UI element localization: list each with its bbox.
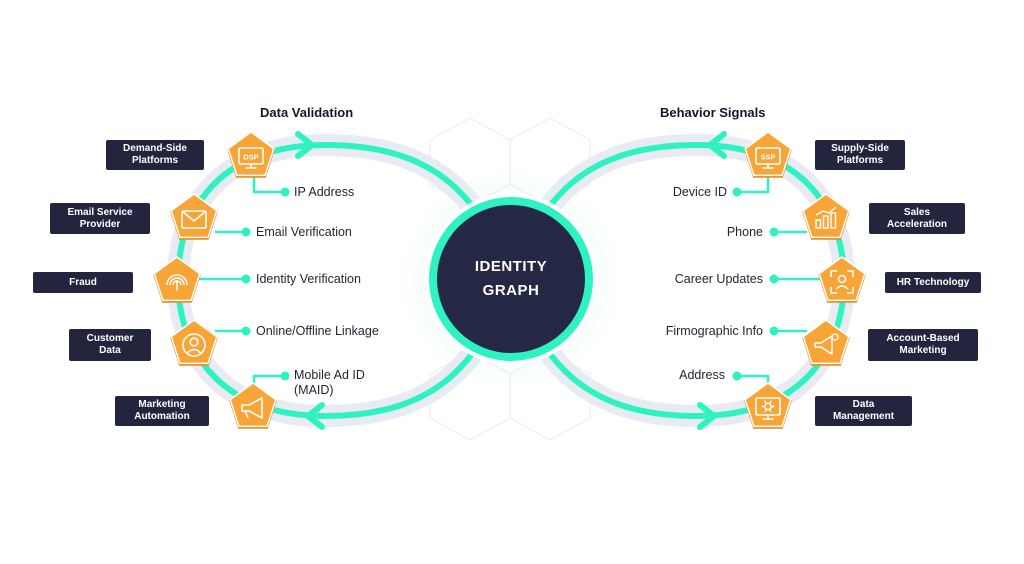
node-account-based-marketing <box>802 319 850 366</box>
feature-phone: Phone <box>726 225 763 239</box>
node-supply-side-platforms: SSP <box>744 131 792 178</box>
tag-account-based-marketing: Account-Based Marketing <box>868 329 978 361</box>
tag-demand-side-platforms: Demand-Side Platforms <box>106 140 204 170</box>
monitor-gear-icon <box>755 397 781 420</box>
user-icon <box>182 333 206 357</box>
arrow-top-right <box>707 131 727 159</box>
node-sales-acceleration <box>802 193 850 240</box>
feature-email-verification: Email Verification <box>256 225 352 239</box>
node-marketing-automation <box>229 382 277 429</box>
connector-career-updates <box>769 274 826 284</box>
connector-phone <box>769 227 807 237</box>
tag-data-management: Data Management <box>815 396 912 426</box>
bar-chart-icon <box>815 206 837 229</box>
center-label: IDENTITY GRAPH <box>474 258 548 299</box>
feature-device-id: Device ID <box>672 185 727 199</box>
category-nodes: DSP SSP <box>153 131 866 429</box>
node-email-service-provider <box>170 193 218 240</box>
tag-hr-technology: HR Technology <box>885 272 981 293</box>
dsp-monitor-icon: DSP <box>238 147 264 169</box>
megaphone-gear-icon <box>814 333 839 355</box>
fingerprint-icon <box>166 274 188 291</box>
feature-address: Address <box>679 368 725 382</box>
feature-online-offline-linkage: Online/Offline Linkage <box>256 324 379 338</box>
tag-customer-data: Customer Data <box>69 329 151 361</box>
tag-marketing-automation: Marketing Automation <box>115 396 209 426</box>
tag-email-service-provider: Email Service Provider <box>50 203 150 234</box>
connector-online-offline-linkage <box>215 326 251 336</box>
arrow-top-left <box>295 131 315 159</box>
feature-identity-verification: Identity Verification <box>256 272 361 286</box>
tag-sales-acceleration: Sales Acceleration <box>869 203 965 234</box>
tag-supply-side-platforms: Supply-Side Platforms <box>815 140 905 170</box>
ssp-monitor-icon: SSP <box>755 147 781 169</box>
arrow-bottom-right <box>697 402 717 430</box>
right-section-title: Behavior Signals <box>660 105 766 120</box>
megaphone-icon <box>241 397 263 419</box>
feature-career-updates: Career Updates <box>674 272 763 286</box>
connector-identity-verification <box>196 274 251 284</box>
feature-firmographic-info: Firmographic Info <box>665 324 763 338</box>
ssp-icon-text: SSP <box>760 153 775 162</box>
node-data-management <box>744 382 792 429</box>
feature-ip-address: IP Address <box>294 185 355 199</box>
center-node <box>425 193 597 365</box>
tag-fraud: Fraud <box>33 272 133 293</box>
envelope-icon <box>181 210 207 229</box>
connector-email-verification <box>215 227 251 237</box>
feature-mobile-ad-id: Mobile Ad ID (MAID) <box>294 368 365 397</box>
center-disc <box>437 205 585 353</box>
face-scan-icon <box>830 270 854 294</box>
node-fraud <box>153 256 201 303</box>
connector-firmographic-info <box>769 326 807 336</box>
node-customer-data <box>170 319 218 366</box>
node-demand-side-platforms: DSP <box>227 131 275 178</box>
dsp-icon-text: DSP <box>243 153 258 162</box>
node-hr-technology <box>818 256 866 303</box>
arrow-bottom-left <box>305 402 325 430</box>
left-section-title: Data Validation <box>260 105 354 120</box>
